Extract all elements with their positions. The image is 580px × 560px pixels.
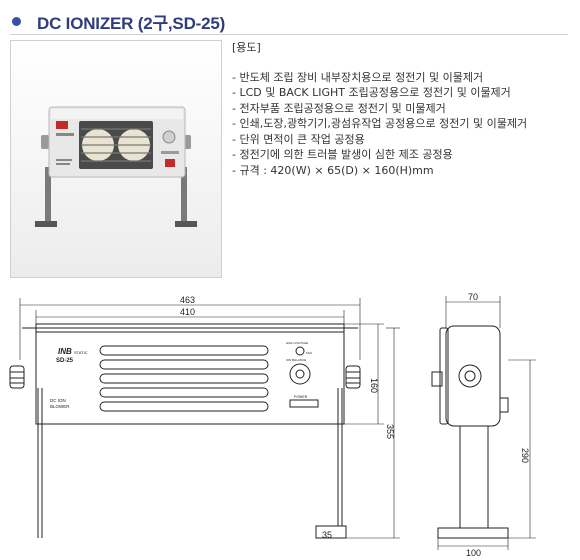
product-photo [10, 40, 222, 278]
dim-160-label: 160 [369, 378, 379, 393]
dim-410-label: 410 [180, 307, 195, 317]
front-label-line2: BLOWER [50, 404, 70, 409]
usage-item: - 반도체 조립 장비 내부장치용으로 정전기 및 이물제거 [232, 70, 484, 84]
usage-item: - 정전기에 의한 트러블 발생이 심한 제조 공정용 [232, 148, 453, 161]
usage-item: - 전자부품 조립공정용으로 정전기 및 미물제거 [232, 101, 446, 115]
usage-item: - 인쇄,도장,광학기기,광섬유작업 공정용으로 정전기 및 이물제거 [232, 117, 528, 130]
panel-text-hv: HIGH VOLTAGE [286, 341, 308, 345]
dim-355-label: 355 [385, 424, 395, 439]
brand-sub-text: STATIC [74, 350, 88, 355]
spec-item: - 규격 : 420(W) × 65(D) × 160(H)mm [232, 163, 434, 177]
usage-list: - 반도체 조립 장비 내부장치용으로 정전기 및 이물제거 - LCD 및 B… [232, 70, 572, 179]
front-view [9, 298, 400, 539]
usage-item: - 단위 면적이 큰 작업 공정용 [232, 132, 365, 146]
dim-70-label: 70 [468, 292, 478, 302]
dim-290-label: 290 [520, 448, 530, 463]
title-row: DC IONIZER (2구,SD-25) [12, 8, 225, 34]
brand-logo-text: INB [58, 347, 72, 356]
panel-text-power: POWER [294, 395, 308, 399]
technical-drawing: 463 410 160 355 35 INB STATIC SD-25 DC I… [9, 292, 536, 558]
description-block: [용도] - 반도체 조립 장비 내부장치용으로 정전기 및 이물제거 - LC… [232, 40, 572, 178]
panel-text-fan: FAN [306, 351, 312, 355]
model-text: SD-25 [56, 358, 74, 364]
ionizer-photo-illustration [35, 106, 197, 227]
dim-463-label: 463 [180, 295, 195, 305]
usage-label: [용도] [232, 41, 261, 54]
title-bullet-icon [12, 16, 21, 26]
dim-35-label: 35 [322, 530, 332, 540]
title-divider [10, 34, 568, 35]
side-view [431, 296, 536, 550]
dim-100-label: 100 [466, 548, 481, 558]
panel-text-ion: ION BALANCE [286, 358, 306, 362]
page-title: DC IONIZER (2구,SD-25) [37, 13, 226, 33]
front-label-line1: DC ION [50, 398, 66, 403]
usage-item: - LCD 및 BACK LIGHT 조립공정용으로 정전기 및 이물제거 [232, 86, 511, 99]
